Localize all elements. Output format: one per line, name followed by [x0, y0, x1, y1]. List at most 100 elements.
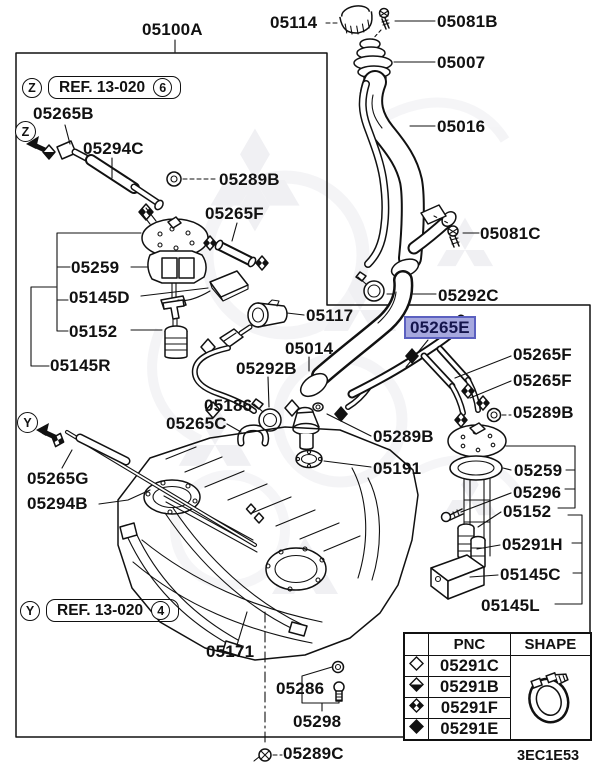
part-label[interactable]: 05289B	[219, 170, 280, 189]
nut-05289B	[166, 171, 182, 187]
part-label[interactable]: 05265F	[205, 204, 264, 223]
part-05145C-box	[430, 554, 485, 600]
legend-pnc[interactable]: 05291F	[428, 697, 511, 719]
diamond-hatched-icon	[454, 412, 468, 428]
part-label[interactable]: 05152	[503, 502, 552, 521]
bolt-05298	[333, 681, 345, 702]
ref-note-z[interactable]: Z REF. 13-020 6	[22, 76, 182, 99]
leader-05265G	[61, 449, 73, 469]
pipe-bracket	[420, 204, 447, 225]
diamond-open-icon	[284, 399, 300, 417]
leader-05145D	[140, 287, 209, 297]
leader-05117	[286, 312, 305, 316]
part-label[interactable]: 05294C	[83, 139, 144, 158]
part-05117	[247, 299, 288, 328]
part-label[interactable]: 05265F	[513, 345, 572, 364]
part-label[interactable]: 05007	[437, 53, 486, 72]
legend-row: 05291C	[403, 655, 592, 741]
legend-pnc[interactable]: 05291C	[428, 655, 511, 677]
part-label[interactable]: 05296	[513, 483, 562, 502]
part-label[interactable]: 05145D	[69, 288, 130, 307]
part-05265C-hose	[237, 424, 270, 447]
tank-sump-ring	[265, 546, 327, 592]
part-label[interactable]: 05014	[285, 339, 334, 358]
part-label[interactable]: 05191	[373, 459, 422, 478]
part-label[interactable]: 05081B	[437, 12, 498, 31]
part-label[interactable]: 05292B	[236, 359, 297, 378]
part-label[interactable]: 05289C	[283, 744, 344, 763]
part-label[interactable]: 05289B	[513, 403, 574, 422]
part-label[interactable]: 05171	[206, 642, 255, 661]
part-label[interactable]: 05152	[69, 322, 118, 341]
diagram-code: 3EC1E53	[517, 748, 580, 764]
ref-text: REF. 13-020	[59, 78, 146, 96]
bracket-right-lower	[554, 514, 583, 605]
part-label[interactable]: 05016	[437, 117, 486, 136]
part-label[interactable]: 05081C	[480, 224, 541, 243]
diamond-solid-icon	[405, 348, 419, 364]
clamp-05292B	[251, 398, 282, 432]
part-label[interactable]: 05286	[276, 679, 325, 698]
part-05265F-left-tube	[214, 239, 257, 268]
part-label[interactable]: 05265C	[166, 414, 227, 433]
part-label[interactable]: 05292C	[438, 286, 499, 305]
clamp-legend-table: PNC SHAPE 05291C	[403, 632, 592, 741]
bolt-05081C	[447, 225, 460, 248]
diamond-hatched-icon	[255, 255, 269, 271]
legend-header-row: PNC SHAPE	[403, 632, 592, 656]
part-label[interactable]: 05145L	[481, 596, 540, 615]
part-label[interactable]: 05259	[514, 461, 563, 480]
shape-col-header: SHAPE	[509, 632, 592, 656]
leader-05265C	[226, 423, 242, 433]
clamp-shape-cell	[509, 655, 592, 741]
filler-neck-assembly	[325, 5, 480, 302]
part-label[interactable]: 05100A	[142, 20, 203, 39]
part-label[interactable]: 05265F	[513, 371, 572, 390]
diamond-open-icon	[205, 401, 221, 419]
part-label[interactable]: 05145C	[500, 565, 561, 584]
part-05186-pipe	[191, 345, 257, 414]
part-label[interactable]: 05117	[306, 306, 354, 325]
view-letter-y: Y	[20, 600, 40, 621]
legend-row: 05291B	[403, 676, 591, 698]
ref-box-z: REF. 13-020 6	[48, 76, 182, 99]
part-label[interactable]: 05289B	[373, 427, 434, 446]
clamp-05292C	[355, 271, 385, 302]
check-valve	[219, 324, 253, 348]
part-05152-filter	[164, 325, 188, 359]
part-label[interactable]: 05294B	[27, 494, 88, 513]
diamond-half-icon	[42, 144, 56, 160]
part-label[interactable]: 05265B	[33, 104, 94, 123]
leader-05296	[460, 492, 512, 513]
diamond-solid-icon	[403, 718, 430, 741]
legend-pnc[interactable]: 05291B	[428, 676, 511, 698]
leader-05145C	[469, 574, 499, 578]
leader-05265E	[405, 339, 429, 368]
part-label[interactable]: 05114	[270, 13, 318, 32]
diamond-open-icon	[253, 512, 265, 524]
leader-05265F-r2	[469, 380, 512, 399]
leader-05191	[323, 460, 372, 468]
legend-pnc[interactable]: 05291E	[428, 718, 511, 741]
fuel-cap	[339, 5, 373, 35]
part-label[interactable]: 05145R	[50, 356, 111, 375]
nut-05286	[331, 660, 345, 674]
leader-05171	[236, 611, 248, 646]
part-label[interactable]: 05265E	[404, 316, 476, 339]
ref-note-y[interactable]: Y REF. 13-020 4	[20, 599, 180, 622]
fuel-sender-assembly	[26, 124, 269, 367]
part-label[interactable]: 05291H	[502, 535, 563, 554]
fuel-tank	[117, 426, 419, 743]
diagram-border	[15, 52, 591, 738]
ref-box-y: REF. 13-020 4	[46, 599, 180, 622]
part-label[interactable]: 05298	[293, 712, 342, 731]
pnc-col-header: PNC	[428, 632, 511, 656]
part-05294C-tube	[71, 148, 164, 211]
part-label[interactable]: 05259	[71, 258, 120, 277]
part-label[interactable]: 05186	[204, 396, 253, 415]
bracket-05286-05298	[301, 666, 340, 712]
part-label[interactable]: 05265G	[27, 469, 89, 488]
diamond-open-icon	[403, 655, 430, 677]
bracket-right-upper	[505, 445, 576, 509]
